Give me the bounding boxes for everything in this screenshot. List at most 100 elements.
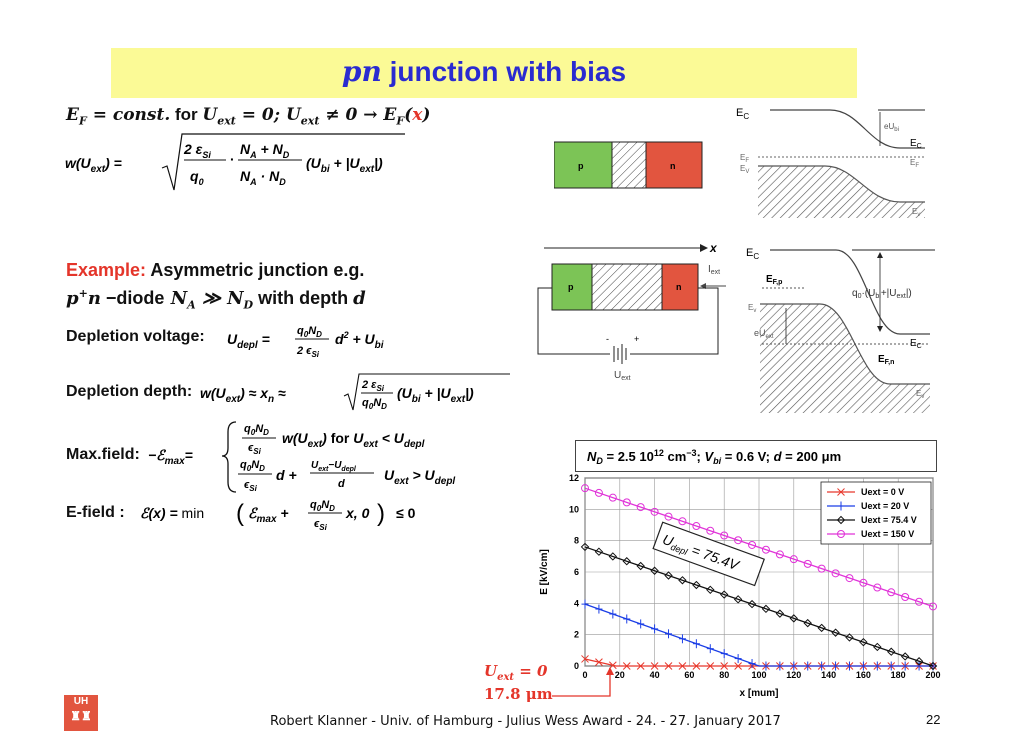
svg-text:q0: q0 — [190, 168, 204, 187]
data-point — [845, 633, 854, 642]
svg-text:EF: EF — [740, 153, 749, 164]
svg-text:EV: EV — [740, 164, 749, 175]
title-rest: junction with bias — [381, 56, 627, 87]
gg-n: ≫ N — [195, 288, 244, 309]
data-point — [650, 662, 659, 670]
svg-text:q0·(Ubi+|Uext|): q0·(Ubi+|Uext|) — [852, 288, 912, 300]
na-n: N — [164, 288, 188, 309]
x-axis-label: x [mum] — [740, 688, 779, 699]
data-point — [887, 588, 896, 597]
x-tick-label: 20 — [615, 670, 625, 680]
conduction-band — [770, 109, 925, 149]
svg-text:·: · — [230, 151, 235, 167]
band-diagram-biased: EC q0·(Ubi+|Uext|) EC EF,p Ev eUext EF,n… — [746, 247, 935, 413]
ef-e: E — [66, 105, 79, 125]
svg-text:Ev: Ev — [748, 303, 756, 314]
svg-text:Ev: Ev — [912, 207, 920, 218]
width-formula: w(Uext) = 2 εSi q0 · NA + ND NA · ND (Ub… — [65, 133, 405, 191]
data-point — [789, 614, 799, 623]
u-sym: U — [202, 105, 218, 125]
data-point — [636, 503, 645, 512]
data-point — [845, 574, 854, 583]
example-label: Example: — [66, 260, 147, 280]
depth-text: with depth — [253, 288, 354, 308]
data-point — [720, 531, 729, 540]
x-red: x — [412, 105, 423, 125]
svg-text:q0ND: q0ND — [240, 459, 265, 473]
logo-text: UH — [73, 696, 89, 707]
callout-u: U — [484, 662, 498, 680]
data-point — [650, 566, 659, 575]
e-field-label: E-field : — [66, 504, 125, 521]
svg-text:+: + — [634, 334, 639, 344]
example-line: Example: Asymmetric junction e.g. — [66, 260, 364, 281]
legend-label: Uext = 150 V — [861, 529, 914, 539]
eq-zero: = 0; — [235, 105, 286, 125]
callout-u-eq: = 0 — [514, 662, 548, 680]
y-axis-label: E [kV/cm] — [539, 549, 550, 595]
data-point — [873, 642, 882, 652]
data-point — [608, 552, 618, 561]
data-point — [733, 595, 743, 604]
x-tick-label: 140 — [821, 670, 836, 680]
svg-text:d +: d + — [276, 467, 297, 483]
footer-text: Robert Klanner - Univ. of Hamburg - Juli… — [270, 714, 781, 729]
valence-band — [758, 165, 925, 203]
svg-text:2 εSi: 2 εSi — [361, 379, 385, 393]
data-point — [831, 628, 840, 637]
svg-text:Uext: Uext — [614, 370, 631, 382]
svg-text:d2 + Ubi: d2 + Ubi — [335, 330, 384, 351]
svg-text:ND = 2.5 1012 cm−3; Vbi = 0.6: ND = 2.5 1012 cm−3; Vbi = 0.6 V; d = 200… — [587, 448, 841, 466]
svg-text:q0ND: q0ND — [362, 397, 387, 411]
biased-circuit-diagram: x p n Iext - + Uext — [537, 241, 726, 382]
data-point — [817, 564, 826, 573]
data-point — [748, 540, 757, 549]
data-point — [706, 526, 715, 535]
data-point — [789, 555, 798, 564]
data-point — [622, 557, 631, 566]
data-point — [678, 517, 687, 526]
svg-text:−ℰmax=: −ℰmax= — [148, 447, 193, 467]
ef-f: F — [78, 114, 87, 128]
data-point — [720, 662, 729, 670]
svg-text:(Ubi + |Uext|): (Ubi + |Uext|) — [397, 385, 474, 405]
svg-text:Uext > Udepl: Uext > Udepl — [384, 467, 455, 487]
data-point — [595, 658, 603, 666]
pn-junction-diagram: p n — [554, 141, 703, 189]
page-number: 22 — [926, 712, 941, 727]
svg-text:x, 0: x, 0 — [345, 505, 370, 521]
x-tick-label: 100 — [751, 670, 766, 680]
x-tick-label: 0 — [582, 670, 587, 680]
data-point — [761, 545, 770, 554]
svg-text:p: p — [568, 282, 574, 292]
svg-text:ℰ(x) = min: ℰ(x) = min — [140, 505, 204, 521]
max-field-label: Max.field: — [66, 446, 140, 463]
slide-title: pn junction with bias — [111, 55, 857, 88]
data-point — [775, 550, 784, 559]
svg-text:w(Uext) =: w(Uext) = — [65, 155, 122, 175]
svg-text:-: - — [606, 334, 609, 344]
data-point — [692, 662, 701, 670]
for-text: for — [170, 105, 203, 124]
depl-depth-label: Depletion depth: — [66, 383, 193, 400]
data-point — [901, 593, 910, 602]
x-axis-label: x — [709, 241, 718, 255]
y-tick-label: 8 — [574, 536, 579, 546]
data-point — [664, 662, 673, 670]
depl-voltage-label: Depletion voltage: — [66, 328, 205, 345]
data-point — [887, 647, 896, 656]
data-point — [692, 580, 701, 590]
u-sym-2: U — [285, 105, 301, 125]
band-diagram-unbiased: EC eUbi EC EF EV EF Ev — [736, 107, 925, 218]
svg-text:w(Uext) ≈ xn ≈: w(Uext) ≈ xn ≈ — [200, 385, 286, 405]
data-point — [761, 604, 771, 614]
svg-text:2 εSi: 2 εSi — [183, 141, 211, 160]
x-tick-label: 40 — [650, 670, 660, 680]
svg-text:q0ND: q0ND — [297, 325, 322, 339]
max-field-formula: −ℰmax= q0ND ϵSi w(Uext) for Uext < Udepl… — [148, 421, 455, 493]
title-banner — [111, 48, 857, 98]
x-tick-label: 180 — [891, 670, 906, 680]
svg-text:eUbi: eUbi — [884, 122, 899, 133]
svg-text:EC: EC — [910, 138, 922, 150]
fermi-line: EF = const. for Uext = 0; Uext ≠ 0 → EF(… — [66, 105, 431, 128]
